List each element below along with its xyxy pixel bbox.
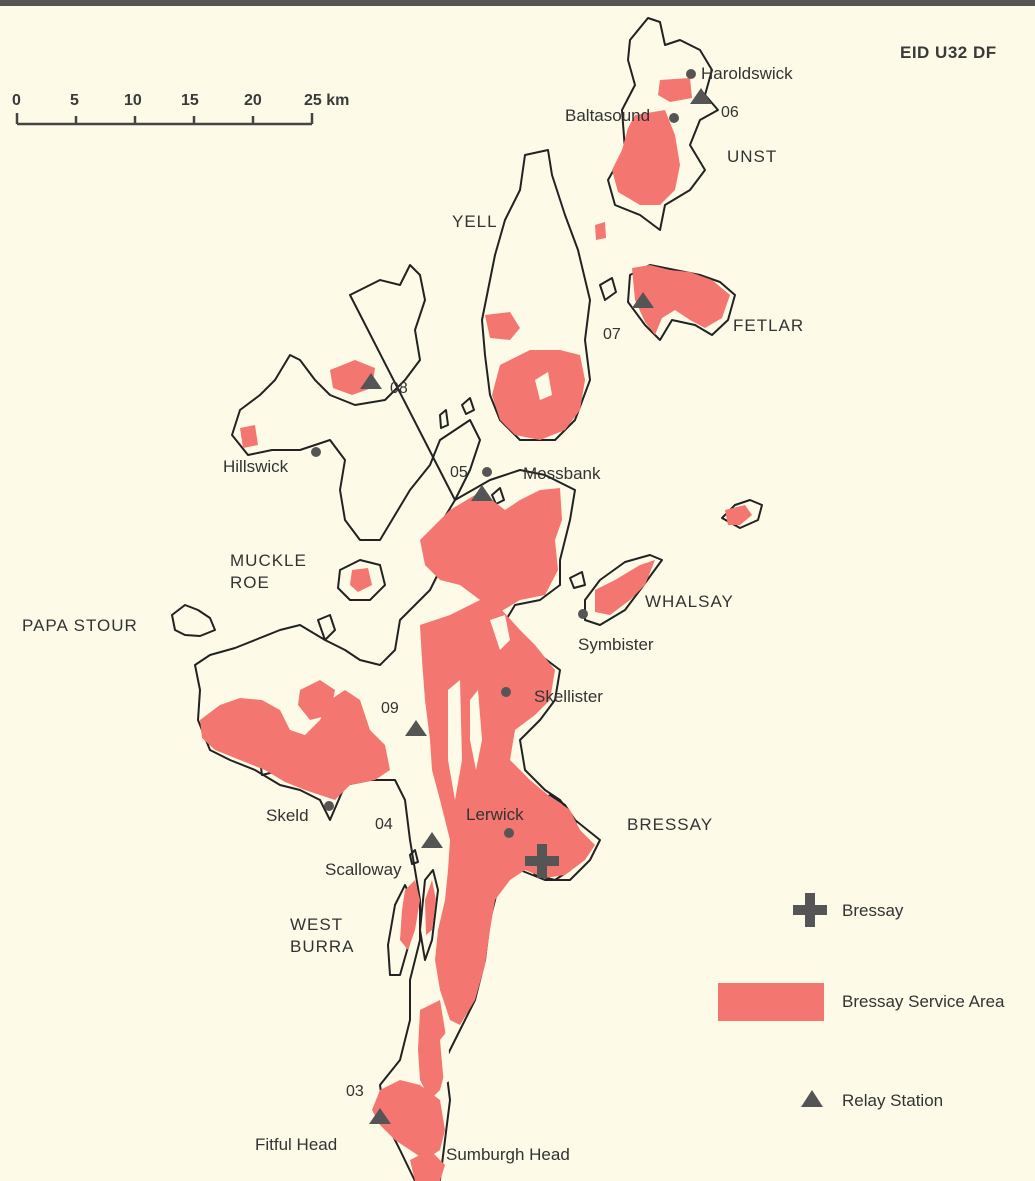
label-papa-stour: PAPA STOUR — [22, 616, 138, 635]
label-skeld: Skeld — [266, 806, 309, 825]
label-yell: YELL — [452, 212, 498, 231]
legend-service-area-label: Bressay Service Area — [842, 992, 1005, 1011]
label-west: WEST — [290, 915, 344, 934]
label-roe: ROE — [230, 573, 270, 592]
legend-transmitter-label: Bressay — [842, 901, 904, 920]
label-station-07: 07 — [603, 326, 621, 343]
label-skellister: Skellister — [534, 687, 603, 706]
coast-northmavine — [231, 264, 481, 541]
label-muckle: MUCKLE — [230, 551, 307, 570]
label-unst: UNST — [727, 147, 778, 166]
label-fitful-head: Fitful Head — [255, 1135, 338, 1154]
label-station-05: 05 — [450, 464, 468, 481]
coastlines — [171, 17, 763, 1181]
label-mossbank: Mossbank — [523, 464, 601, 483]
scale-tick-15: 15 — [181, 92, 199, 109]
coast-unst — [607, 17, 719, 231]
label-sumburgh-head: Sumburgh Head — [446, 1145, 570, 1164]
label-lerwick: Lerwick — [466, 805, 524, 824]
coast-yell — [481, 149, 591, 441]
label-station-06: 06 — [721, 104, 739, 121]
label-scalloway: Scalloway — [325, 860, 402, 879]
scale-tick-5: 5 — [70, 92, 79, 109]
bressay-transmitter-marker — [525, 844, 559, 878]
scale-tick-25: 25 km — [304, 92, 350, 109]
label-haroldswick: Haroldswick — [701, 64, 793, 83]
coast-whalsay — [584, 554, 663, 626]
scale-bar-line — [15, 113, 314, 126]
label-bressay: BRESSAY — [627, 815, 714, 834]
coast-west-burra — [387, 884, 413, 976]
relay-station-markers — [360, 88, 712, 1124]
label-hillswick: Hillswick — [223, 457, 289, 476]
service-area-gaps — [440, 372, 552, 1085]
coast-out-skerries — [721, 499, 763, 529]
map-top-border — [0, 0, 1035, 6]
label-station-08: 08 — [390, 380, 408, 397]
label-baltasound: Baltasound — [565, 106, 651, 125]
legend-symbols — [718, 893, 827, 1107]
label-fetlar: FETLAR — [733, 316, 805, 335]
town-dots — [311, 69, 696, 838]
scale-tick-10: 10 — [124, 92, 142, 109]
legend-relay-label: Relay Station — [842, 1091, 944, 1110]
coast-papa-stour — [171, 604, 216, 637]
label-station-09: 09 — [381, 700, 399, 717]
label-burra: BURRA — [290, 937, 355, 956]
map-reference-code: EID U32 DF — [900, 43, 997, 62]
coast-muckle-roe — [337, 559, 386, 601]
service-area — [200, 78, 752, 1181]
label-station-03: 03 — [346, 1083, 364, 1100]
scale-tick-0: 0 — [12, 92, 21, 109]
coast-mainland — [194, 469, 601, 1181]
label-station-04: 04 — [375, 816, 393, 833]
coast-fetlar — [627, 264, 736, 341]
label-symbister: Symbister — [578, 635, 654, 654]
scale-tick-20: 20 — [244, 92, 262, 109]
label-whalsay: WHALSAY — [645, 592, 734, 611]
